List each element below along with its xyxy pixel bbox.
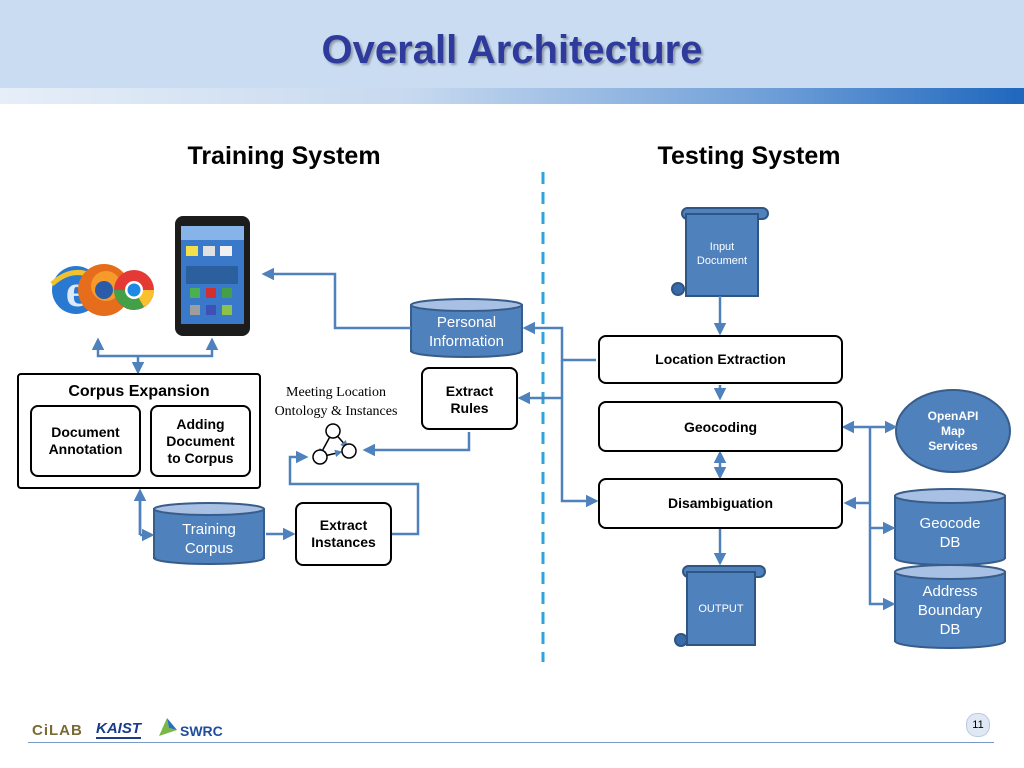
adding-document-line-3: to Corpus xyxy=(167,449,234,466)
training-corpus-label: Training Corpus xyxy=(154,520,264,558)
corpus-expansion-label: Corpus Expansion xyxy=(68,383,210,400)
extract-rules-line-1: Extract xyxy=(445,383,494,399)
geocode-db-line-1: Geocode xyxy=(919,515,981,532)
openapi-label: OpenAPI Map Services xyxy=(896,409,1010,454)
personal-information-line-1: Personal xyxy=(436,314,497,331)
training-system-title: Training System xyxy=(187,142,381,170)
location-extraction-label: Location Extraction xyxy=(655,351,786,367)
training-corpus-cylinder xyxy=(153,502,265,565)
address-db-line-3: DB xyxy=(939,621,961,638)
adding-document-line-1: Adding xyxy=(176,415,225,432)
input-document-scroll xyxy=(671,207,769,297)
personal-information-line-2: Information xyxy=(428,333,505,350)
slide-title: Overall Architecture xyxy=(321,28,703,72)
extract-instances-box: Extract Instances xyxy=(295,502,392,566)
document-annotation-box: Document Annotation xyxy=(30,405,141,477)
tablet-icon xyxy=(175,216,250,336)
disambiguation-label: Disambiguation xyxy=(667,495,773,511)
document-annotation-line-1: Document xyxy=(51,424,120,440)
extract-rules-box: Extract Rules xyxy=(421,367,518,430)
testing-connectors xyxy=(713,296,898,611)
extract-instances-line-1: Extract xyxy=(319,517,368,533)
input-document-line-1: Input xyxy=(709,241,735,253)
ontology-label-line-1: Meeting Location xyxy=(286,385,386,400)
adding-document-box: Adding Document to Corpus xyxy=(150,405,251,477)
swrc-logo: SWRC xyxy=(180,723,223,739)
openapi-line-3: Services xyxy=(928,439,978,453)
cilab-logo: CiLAB xyxy=(32,722,83,739)
output-label: OUTPUT xyxy=(698,603,744,615)
header-background xyxy=(0,0,1024,88)
kaist-logo: KAIST xyxy=(96,720,141,739)
geocoding-box: Geocoding xyxy=(598,401,843,452)
input-document-label: Input Document xyxy=(686,240,758,268)
testing-system-title: Testing System xyxy=(657,142,841,170)
geocoding-label: Geocoding xyxy=(683,419,758,435)
location-extraction-box: Location Extraction xyxy=(598,335,843,384)
disambiguation-box: Disambiguation xyxy=(598,478,843,529)
ontology-label: Meeting Location Ontology & Instances xyxy=(262,383,410,421)
swrc-logo-mark-icon xyxy=(159,718,177,736)
document-annotation-line-2: Annotation xyxy=(48,441,123,457)
header-gradient-band xyxy=(0,88,1024,104)
cross-system-connectors xyxy=(517,321,599,508)
training-corpus-line-1: Training xyxy=(182,521,236,538)
ontology-graph-icon xyxy=(312,423,357,465)
ontology-label-line-2: Ontology & Instances xyxy=(274,404,398,419)
openapi-line-2: Map xyxy=(941,424,965,438)
geocode-db-cylinder xyxy=(894,488,1006,566)
openapi-line-1: OpenAPI xyxy=(927,409,979,423)
geocode-db-label: Geocode DB xyxy=(895,514,1005,552)
geocode-db-line-2: DB xyxy=(939,534,961,551)
extract-instances-line-2: Instances xyxy=(311,534,376,550)
output-scroll xyxy=(674,565,766,647)
address-db-line-1: Address xyxy=(922,583,978,600)
training-connectors xyxy=(91,267,471,542)
browser-icons: e xyxy=(50,264,154,316)
training-corpus-line-2: Corpus xyxy=(184,540,234,557)
footer-divider xyxy=(28,742,994,743)
address-db-label: Address Boundary DB xyxy=(895,582,1005,639)
personal-information-cylinder xyxy=(410,298,523,358)
address-boundary-db-cylinder xyxy=(894,564,1006,649)
page-number: 11 xyxy=(966,713,990,737)
input-document-line-2: Document xyxy=(696,255,748,267)
adding-document-line-2: Document xyxy=(166,432,235,449)
extract-rules-line-2: Rules xyxy=(450,400,489,416)
personal-information-label: Personal Information xyxy=(411,313,522,351)
address-db-line-2: Boundary xyxy=(917,602,983,619)
